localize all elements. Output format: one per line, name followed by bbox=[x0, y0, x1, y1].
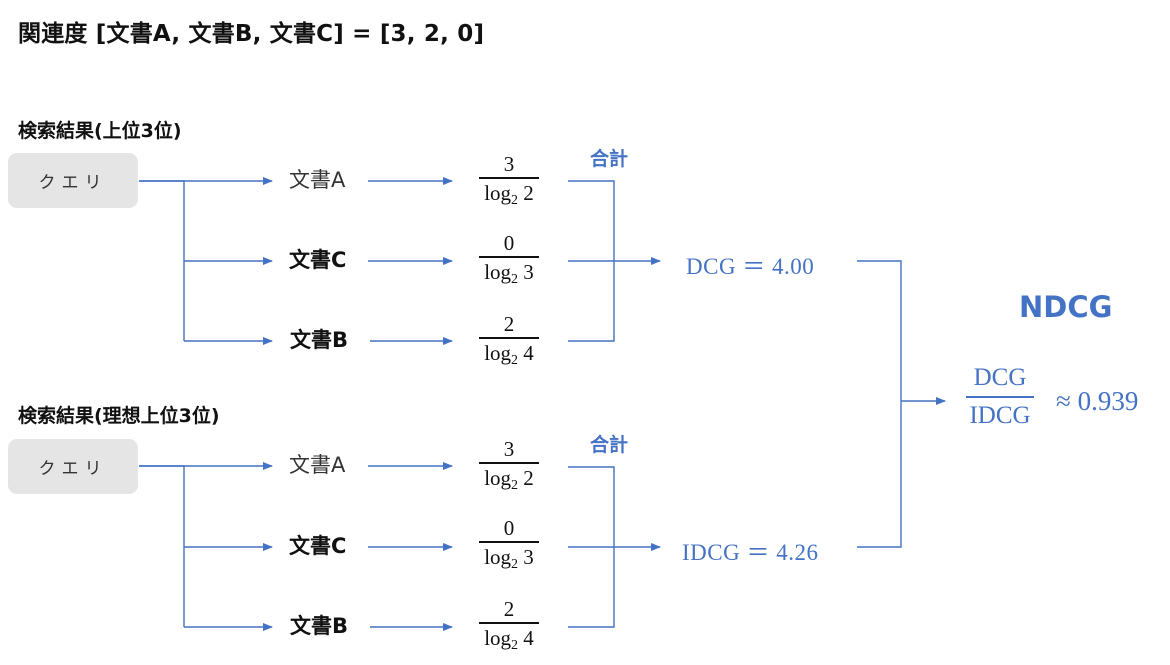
gain-fraction: 0 log2 3 bbox=[478, 515, 540, 579]
ndcg-bracket bbox=[857, 260, 902, 548]
ndcg-title: NDCG bbox=[1019, 290, 1113, 324]
fraction-bar bbox=[479, 337, 539, 339]
dcg-result: DCG ＝ 4.00 bbox=[686, 254, 815, 279]
fraction-denominator: log2 4 bbox=[484, 626, 534, 653]
ndcg-denominator: IDCG bbox=[969, 402, 1031, 429]
ndcg-value: ≈ 0.939 bbox=[1056, 386, 1139, 416]
fraction-denominator: log2 2 bbox=[484, 181, 534, 208]
fraction-denominator: log2 3 bbox=[484, 545, 534, 572]
sum-label: 合計 bbox=[590, 148, 629, 170]
fraction-denominator: log2 3 bbox=[484, 260, 534, 287]
fraction-numerator: 3 bbox=[503, 437, 515, 461]
query-box: クエリ bbox=[8, 153, 138, 208]
ndcg-numerator: DCG bbox=[973, 364, 1027, 391]
fraction-numerator: 3 bbox=[503, 152, 515, 176]
fraction-numerator: 0 bbox=[503, 516, 515, 540]
page-title: 関連度 [文書A, 文書B, 文書C] = [3, 2, 0] bbox=[18, 21, 485, 47]
doc-label: 文書A bbox=[289, 453, 346, 477]
gain-fraction: 2 log2 4 bbox=[478, 311, 540, 375]
section-label-ideal-results: 検索結果(理想上位3位) bbox=[18, 405, 220, 427]
fraction-numerator: 0 bbox=[503, 231, 515, 255]
fraction-bar bbox=[479, 622, 539, 624]
doc-label: 文書C bbox=[289, 248, 347, 272]
fraction-denominator: log2 4 bbox=[484, 341, 534, 368]
fraction-numerator: 2 bbox=[503, 597, 515, 621]
section-label-results: 検索結果(上位3位) bbox=[18, 120, 182, 142]
query-branch-line-ideal bbox=[139, 465, 185, 627]
fraction-bar bbox=[479, 541, 539, 543]
doc-label: 文書C bbox=[289, 534, 347, 558]
ndcg-fraction: DCG IDCG bbox=[966, 364, 1034, 430]
doc-label: 文書B bbox=[290, 614, 349, 638]
doc-label: 文書B bbox=[290, 328, 349, 352]
query-label: クエリ bbox=[38, 173, 108, 193]
gain-fraction: 3 log2 2 bbox=[478, 436, 540, 500]
query-label: クエリ bbox=[38, 459, 108, 479]
fraction-numerator: 2 bbox=[503, 312, 515, 336]
idcg-result: IDCG ＝ 4.26 bbox=[682, 540, 819, 565]
gain-fraction: 0 log2 3 bbox=[478, 230, 540, 294]
gain-fraction: 2 log2 4 bbox=[478, 596, 540, 660]
doc-label: 文書A bbox=[289, 168, 346, 192]
fraction-bar bbox=[479, 177, 539, 179]
fraction-bar bbox=[479, 462, 539, 464]
query-branch-line bbox=[139, 180, 185, 341]
fraction-bar bbox=[479, 256, 539, 258]
fraction-denominator: log2 2 bbox=[484, 466, 534, 493]
query-box: クエリ bbox=[8, 439, 138, 494]
fraction-bar bbox=[966, 396, 1034, 398]
gain-fraction: 3 log2 2 bbox=[478, 151, 540, 215]
sum-label: 合計 bbox=[590, 434, 629, 456]
